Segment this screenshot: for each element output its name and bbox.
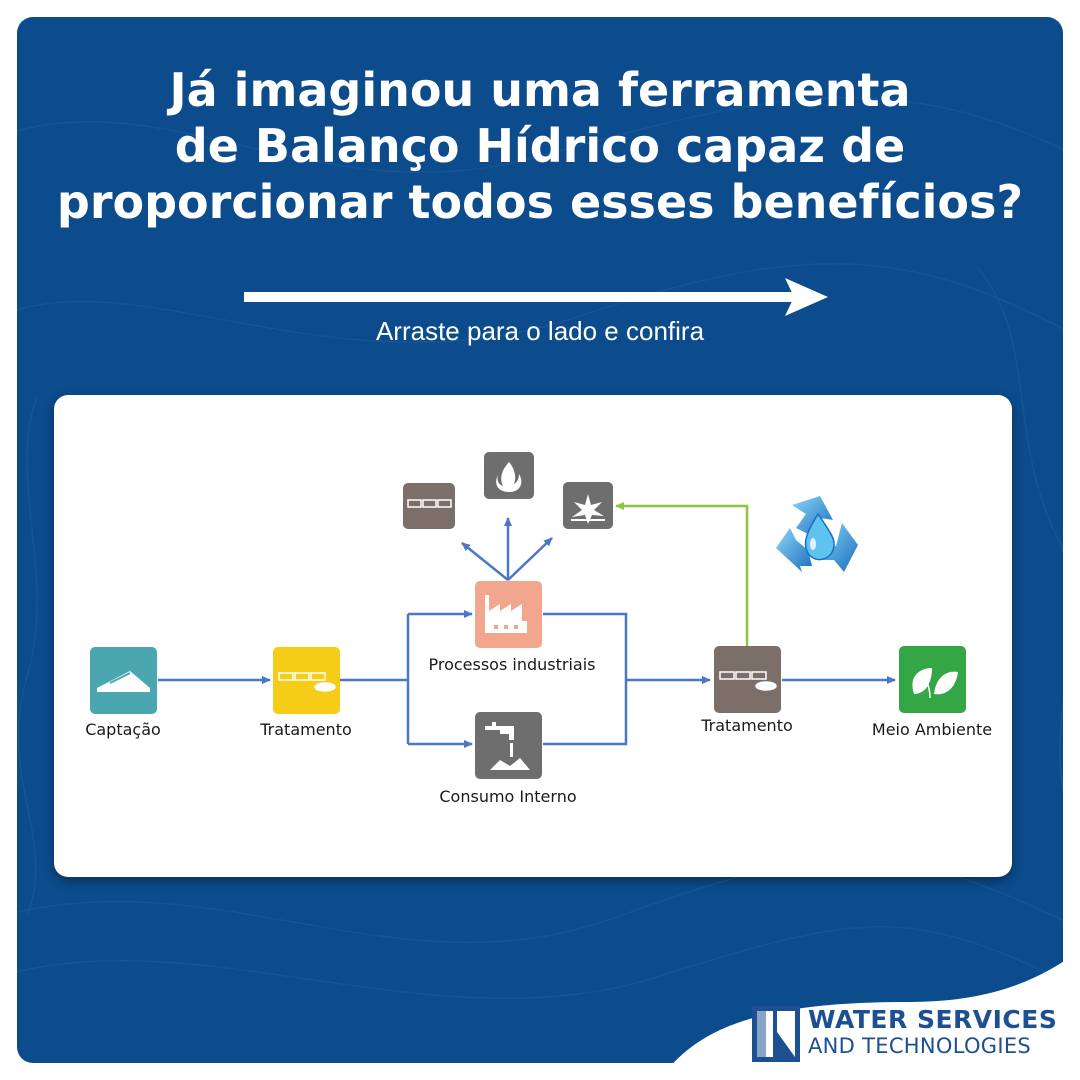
reuse-line [615,502,749,646]
node-tratamento-2 [714,646,781,713]
faucet-icon [485,722,530,770]
tank-icon [407,499,452,508]
background-waves [17,97,1063,1000]
factory-icon [485,595,527,633]
node-meio-ambiente [899,646,966,713]
label-captacao: Captação [85,720,161,739]
flow-lines [158,517,896,748]
dam-icon [97,671,150,692]
node-processos [475,581,542,648]
brand-line-2: AND TECHNOLOGIES [808,1034,1032,1058]
treatment-plant-icon [719,671,777,691]
brand-logo-icon [752,1006,800,1062]
label-tratamento-2: Tratamento [700,716,793,735]
flame-icon [496,462,522,492]
output-steam [563,482,613,529]
flow-output-left [461,542,509,581]
label-consumo: Consumo Interno [439,787,576,806]
node-captacao [90,647,157,714]
recycle-water-icon [776,496,858,572]
flow-output-right [507,537,553,581]
treatment-plant-icon [278,672,336,692]
headline-line-3: proporcionar todos esses benefícios? [56,175,1024,229]
label-tratamento-1: Tratamento [259,720,352,739]
node-tratamento-1 [273,647,340,714]
swipe-hint: Arraste para o lado e confira [375,316,705,346]
flow-merge [543,612,628,746]
output-flame [484,452,534,499]
headline-line-1: Já imaginou uma ferramenta [169,63,911,117]
brand-name: WATER SERVICES AND TECHNOLOGIES [808,1005,1058,1059]
output-tank [403,483,455,529]
brand-line-1: WATER SERVICES [808,1005,1058,1034]
headline-line-2: de Balanço Hídrico capaz de [174,119,906,173]
headline: Já imaginou uma ferramenta de Balanço Hí… [0,62,1080,230]
label-processos: Processos industriais [428,655,595,674]
node-consumo [475,712,542,779]
meio-ambiente-box [899,646,966,713]
swipe-arrow-icon [244,278,828,316]
label-meio-ambiente: Meio Ambiente [872,720,992,739]
output-tank-box [403,483,455,529]
steam-icon [571,494,605,524]
leaves-icon [912,668,958,699]
